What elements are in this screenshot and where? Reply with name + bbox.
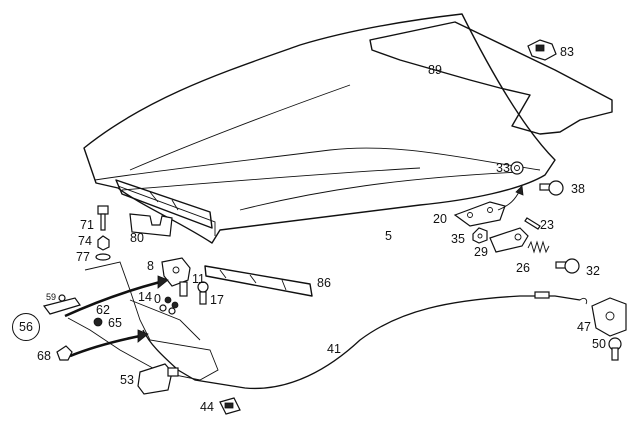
label-0: 0 xyxy=(154,292,161,306)
label-26: 26 xyxy=(516,261,530,275)
spring-26 xyxy=(527,240,550,254)
hinge-8 xyxy=(161,257,191,287)
label-35: 35 xyxy=(451,232,465,246)
handle-62 xyxy=(42,294,81,315)
bolt-17 xyxy=(197,281,209,305)
bolt-11 xyxy=(179,281,188,297)
parts-14 xyxy=(159,296,179,315)
clip-68 xyxy=(56,345,73,361)
hood-front-strip xyxy=(115,179,213,229)
bolt-33 xyxy=(510,161,524,175)
clip-44 xyxy=(219,397,241,415)
label-50: 50 xyxy=(592,337,606,351)
label-62: 62 xyxy=(96,303,110,317)
washer-74 xyxy=(97,235,110,251)
label-5: 5 xyxy=(385,229,392,243)
label-8: 8 xyxy=(147,259,154,273)
insulation-mat xyxy=(369,21,613,135)
label-20: 20 xyxy=(433,212,447,226)
bolt-71 xyxy=(97,205,109,231)
pin-23 xyxy=(524,217,541,230)
label-83: 83 xyxy=(560,45,574,59)
label-14: 14 xyxy=(138,290,152,304)
arrow-20 xyxy=(497,185,524,211)
label-53: 53 xyxy=(120,373,134,387)
label-65: 65 xyxy=(108,316,122,330)
cable-41 xyxy=(142,291,588,390)
lower-panel xyxy=(67,261,219,381)
label-29: 29 xyxy=(474,245,488,259)
label-68: 68 xyxy=(37,349,51,363)
latch-20 xyxy=(453,201,506,227)
nut-77 xyxy=(95,253,111,261)
label-41: 41 xyxy=(327,342,341,356)
label-32: 32 xyxy=(586,264,600,278)
bolt-50 xyxy=(608,337,622,361)
label-17: 17 xyxy=(210,293,224,307)
lever-29 xyxy=(489,227,529,253)
label-86: 86 xyxy=(317,276,331,290)
bolt-65 xyxy=(93,317,103,327)
label-56: 56 xyxy=(12,313,40,341)
label-11: 11 xyxy=(192,272,205,286)
latch-47 xyxy=(591,297,627,337)
label-44: 44 xyxy=(200,400,214,414)
seal-86 xyxy=(204,265,313,297)
clip-83 xyxy=(527,39,557,61)
bolt-38 xyxy=(539,180,564,196)
label-33: 33 xyxy=(496,161,510,175)
label-77: 77 xyxy=(76,250,90,264)
nut-35 xyxy=(472,227,488,244)
label-71: 71 xyxy=(80,218,94,232)
label-74: 74 xyxy=(78,234,92,248)
bracket-80 xyxy=(129,213,173,237)
flow-arrows xyxy=(64,275,169,358)
label-47: 47 xyxy=(577,320,591,334)
label-59: 59 xyxy=(46,292,57,302)
label-89: 89 xyxy=(428,63,442,77)
label-38: 38 xyxy=(571,182,585,196)
label-23: 23 xyxy=(540,218,554,232)
handle-53 xyxy=(137,363,179,395)
label-80: 80 xyxy=(130,231,144,245)
bolt-32 xyxy=(555,258,580,274)
hood-panel xyxy=(83,13,556,244)
